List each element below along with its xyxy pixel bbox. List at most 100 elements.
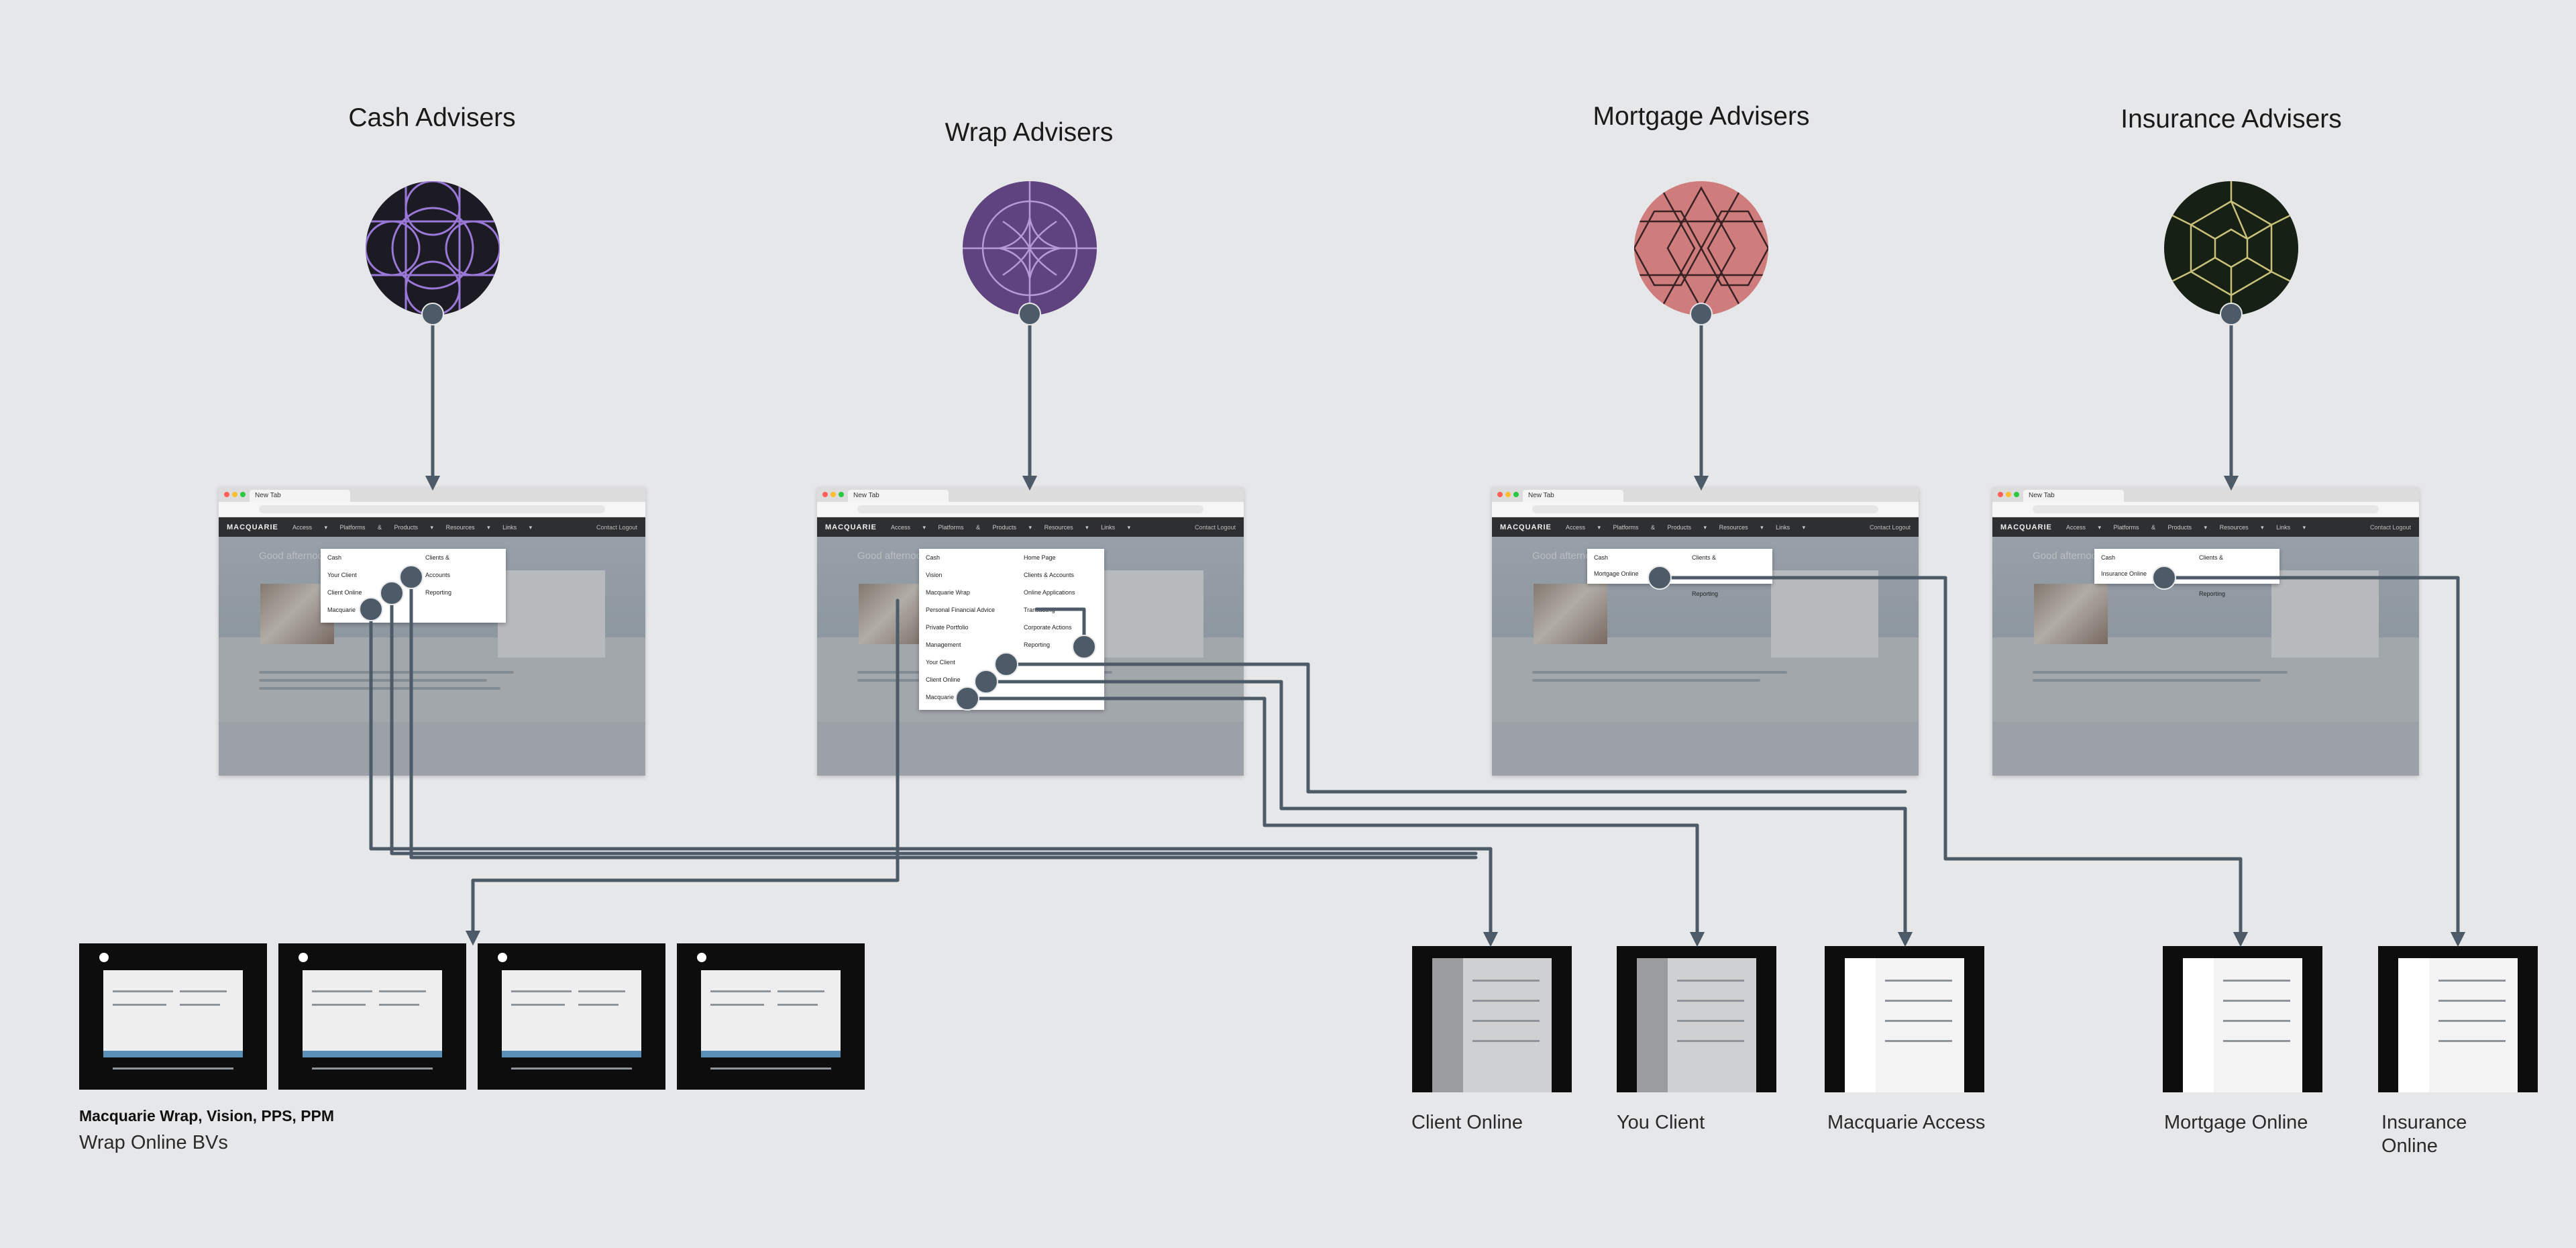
macquarie-logo: MACQUARIE [1500, 523, 1552, 531]
thumb-wrap-online-4[interactable] [677, 943, 865, 1090]
label-wrap-bold: Macquarie Wrap, Vision, PPS, PPM [79, 1107, 335, 1125]
menu-item[interactable]: Macquarie [327, 607, 356, 613]
menu-item[interactable]: Clients & [425, 554, 450, 561]
nav-items[interactable]: Access ▾ Platforms & Products ▾ Resource… [891, 524, 1131, 531]
route-wrap-macquarie [965, 696, 1705, 947]
browser-cash: New Tab MACQUARIE Access ▾ Platforms & P… [219, 487, 645, 776]
nav-items[interactable]: Access ▾ Platforms & Products ▾ Resource… [2066, 524, 2306, 531]
menu-item[interactable]: Macquarie Wrap [926, 589, 970, 596]
menu-item[interactable]: Client Online [327, 589, 362, 596]
cash-pattern-icon [366, 181, 500, 315]
route-cash-1 [369, 607, 1499, 947]
greeting: Good afternoon [857, 550, 928, 562]
menu-item[interactable]: Insurance Online [2101, 570, 2147, 577]
browser-mortgage: New Tab MACQUARIE Access ▾ Platforms & P… [1492, 487, 1919, 776]
wrap-pattern-icon [963, 181, 1097, 315]
thumb-client-online[interactable] [1412, 946, 1572, 1092]
menu-item[interactable]: Your Client [926, 659, 955, 666]
thumb-wrap-online-1[interactable] [79, 943, 267, 1090]
route-insurance [2162, 576, 2466, 947]
menu-item[interactable]: Cash [2101, 554, 2116, 561]
menu-item[interactable]: Clients & Accounts [1024, 572, 1075, 578]
menu-item[interactable]: Management [926, 641, 961, 648]
nav-right[interactable]: Contact Logout [1869, 524, 1911, 531]
route-wrap-bvs [465, 599, 900, 946]
node-mortgage-menu [1648, 566, 1672, 590]
label-mortgage-online: Mortgage Online [2164, 1112, 2308, 1133]
node-mortgage-badge [1690, 303, 1713, 325]
menu-item[interactable]: Mortgage Online [1594, 570, 1639, 577]
title-cash-advisers: Cash Advisers [348, 103, 516, 132]
macquarie-logo: MACQUARIE [227, 523, 278, 531]
node-wrap-menu-2 [974, 670, 998, 694]
node-cash-menu-3 [399, 565, 423, 589]
address-bar[interactable] [817, 502, 1244, 517]
insurance-pattern-icon [2164, 181, 2298, 315]
menu-item[interactable]: Client Online [926, 676, 961, 683]
nav-right[interactable]: Contact Logout [2369, 524, 2411, 531]
menu-item[interactable]: Cash [327, 554, 342, 561]
menu-item[interactable]: Home Page [1024, 554, 1056, 561]
node-wrap-badge [1018, 303, 1041, 325]
menu-item[interactable]: Accounts [425, 572, 451, 578]
nav-items[interactable]: Access ▾ Platforms & Products ▾ Resource… [292, 524, 533, 531]
label-macquarie-access: Macquarie Access [1827, 1112, 1986, 1133]
menu-item[interactable]: Clients & [2199, 554, 2224, 561]
route-wrap-your [1004, 662, 1907, 794]
thumb-mortgage-online[interactable] [2163, 946, 2322, 1092]
browser-tab[interactable]: New Tab [848, 490, 949, 502]
label-wrap-online: Wrap Online BVs [79, 1132, 228, 1153]
label-you-client: You Client [1617, 1112, 1705, 1133]
nav-items[interactable]: Access ▾ Platforms & Products ▾ Resource… [1566, 524, 1806, 531]
menu-item[interactable]: Reporting [1024, 641, 1051, 648]
thumb-insurance-online[interactable] [2378, 946, 2538, 1092]
macquarie-logo: MACQUARIE [2000, 523, 2052, 531]
nav-right[interactable]: Contact Logout [596, 524, 637, 531]
thumb-macquarie-access[interactable] [1825, 946, 1984, 1092]
menu-item[interactable]: Private Portfolio [926, 624, 969, 631]
menu-item[interactable]: Reporting [2199, 590, 2226, 597]
node-cash-menu-2 [380, 581, 404, 605]
menu-item[interactable]: Cash [1594, 554, 1609, 561]
macquarie-logo: MACQUARIE [825, 523, 877, 531]
thumb-you-client[interactable] [1617, 946, 1776, 1092]
thumb-wrap-online-3[interactable] [478, 943, 665, 1090]
menu-item[interactable]: Personal Financial Advice [926, 607, 996, 613]
nav-right[interactable]: Contact Logout [1194, 524, 1236, 531]
menu-item[interactable]: Vision [926, 572, 943, 578]
node-cash-menu-1 [359, 597, 383, 621]
route-wrap-access [1034, 607, 1086, 649]
browser-wrap: New Tab MACQUARIE Access ▾ Platforms & P… [817, 487, 1244, 776]
menu-item[interactable]: Reporting [425, 589, 452, 596]
title-wrap-advisers: Wrap Advisers [945, 118, 1114, 147]
menu-item[interactable]: Online Applications [1024, 589, 1075, 596]
route-cash-2 [390, 591, 1478, 855]
browser-tab[interactable]: New Tab [1523, 490, 1623, 502]
address-bar[interactable] [1492, 502, 1919, 517]
route-cash-3 [409, 575, 1478, 860]
address-bar[interactable] [1992, 502, 2419, 517]
node-wrap-menu-4 [1072, 635, 1096, 659]
node-cash-badge [421, 303, 444, 325]
label-insurance-online: Insurance Online [2381, 1112, 2467, 1157]
greeting: Good afternoon [259, 550, 329, 562]
menu-item[interactable]: Macquarie [926, 694, 955, 700]
greeting: Good afternoon [1532, 550, 1603, 562]
menu-item[interactable]: Reporting [1692, 590, 1719, 597]
menu-item[interactable]: Cash [926, 554, 941, 561]
node-insurance-badge [2220, 303, 2243, 325]
browser-tab[interactable]: New Tab [250, 490, 350, 502]
menu-item[interactable]: Corporate Actions [1024, 624, 1072, 631]
node-wrap-menu-3 [994, 652, 1018, 676]
menu-item[interactable]: Your Client [327, 572, 357, 578]
mortgage-pattern-icon [1634, 181, 1768, 315]
address-bar[interactable] [219, 502, 645, 517]
browser-insurance: New Tab MACQUARIE Access ▾ Platforms & P… [1992, 487, 2419, 776]
browser-tab[interactable]: New Tab [2023, 490, 2124, 502]
thumb-wrap-online-2[interactable] [278, 943, 466, 1090]
greeting: Good afternoon [2033, 550, 2103, 562]
node-wrap-menu-1 [955, 686, 979, 711]
route-mortgage [1658, 576, 2249, 947]
menu-item[interactable]: Clients & [1692, 554, 1717, 561]
